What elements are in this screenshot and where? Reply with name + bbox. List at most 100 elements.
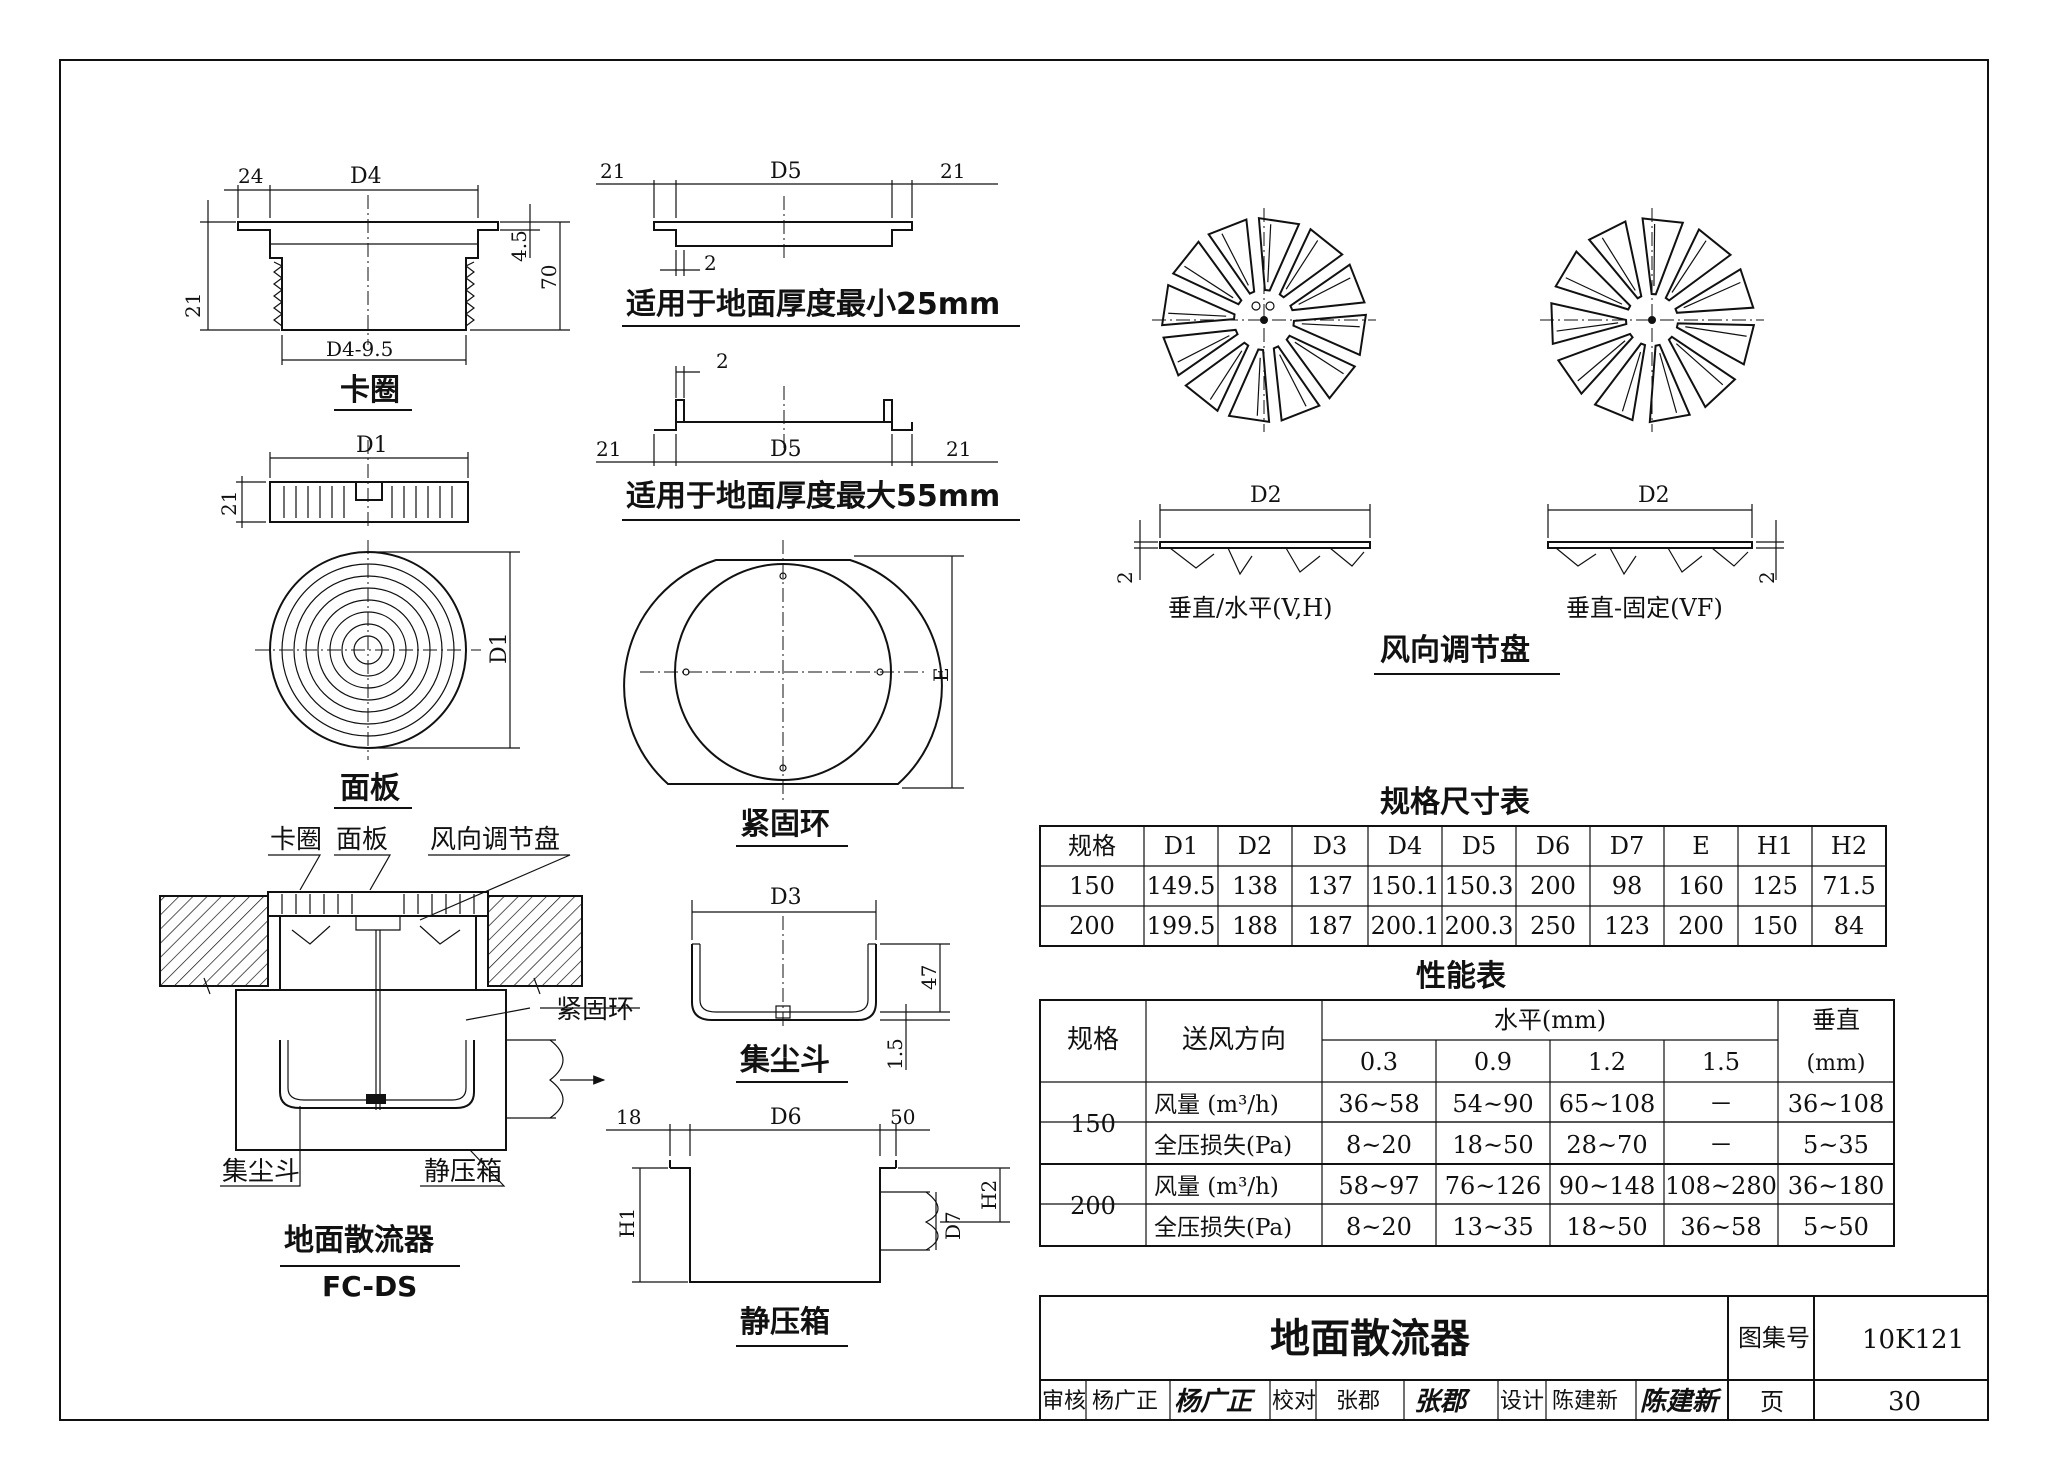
spec-cell: 71.5	[1822, 872, 1875, 900]
clamp-dim-70: 70	[537, 265, 561, 290]
perf-subheader-cell: 1.5	[1702, 1048, 1740, 1076]
damper-blade	[1292, 313, 1368, 357]
spec-header-cell: D6	[1536, 832, 1571, 860]
damper-blade-fold	[1298, 277, 1351, 305]
damper-blade-fold	[1256, 357, 1261, 416]
damper-blade	[1162, 328, 1239, 377]
fixing-ring-dim-e: E	[929, 667, 953, 682]
damper-caption-vh: 垂直/水平(V,H)	[1168, 594, 1333, 622]
damper-blade-fold	[1267, 224, 1272, 283]
spec-header-cell: 规格	[1068, 832, 1116, 860]
spec-cell: 160	[1678, 872, 1724, 900]
spec-header-cell: D2	[1238, 832, 1273, 860]
damper-blade	[1641, 217, 1685, 296]
install-min-drawing: 21 D5 21 2 适用于地面厚度最小25mm	[596, 159, 1020, 327]
damper-dim-d2-vh: D2	[1250, 483, 1282, 508]
damper-blade-fold	[1279, 354, 1307, 407]
spec-cell: 98	[1612, 872, 1643, 900]
damper-blade	[1550, 302, 1628, 346]
damper-blade-fold	[1601, 237, 1636, 291]
drawing-border	[59, 59, 1989, 1421]
damper-blade	[1648, 343, 1692, 424]
install-max-caption: 适用于地面厚度最大55mm	[626, 479, 1000, 514]
damper-blade-fold	[1301, 323, 1360, 328]
spec-cell: 188	[1232, 912, 1278, 940]
perf-cell: 36~58	[1680, 1213, 1761, 1241]
perf-cell: 5~35	[1803, 1131, 1869, 1159]
damper-blade-fold	[1177, 335, 1230, 363]
damper-blade-fold	[1653, 224, 1656, 287]
damper-blade-fold	[1209, 350, 1243, 400]
spec-cell: 200.1	[1371, 912, 1440, 940]
assembly-label-box: 静压箱	[424, 1157, 502, 1187]
damper-pivot-hole	[1251, 301, 1261, 311]
spec-header-cell: E	[1692, 832, 1710, 860]
damper-blade	[1207, 218, 1256, 295]
designer-signature: 陈建新	[1640, 1387, 1722, 1417]
spec-header-cell: D7	[1610, 832, 1645, 860]
perf-subheader-cell: 1.2	[1588, 1048, 1626, 1076]
title-block: 地面散流器 图集号 10K121 页 30 审核 杨广正 杨广正 校对 张郡 张…	[1039, 1295, 1989, 1421]
perf-header-spec: 规格	[1067, 1025, 1119, 1055]
spec-cell: 150	[1752, 912, 1798, 940]
clamp-dim-d4: D4	[350, 164, 382, 189]
damper-blade	[1171, 240, 1243, 306]
page-label: 页	[1760, 1388, 1784, 1416]
spec-header-cell: D4	[1388, 832, 1423, 860]
perf-cell: 18~50	[1452, 1131, 1533, 1159]
spec-cell: 199.5	[1147, 912, 1216, 940]
perf-header-direction: 送风方向	[1182, 1025, 1286, 1055]
spec-cell: 200.3	[1445, 912, 1514, 940]
assembly-drawing: 卡圈 面板 风向调节盘 紧固环 集尘斗 静压箱 地面散流器 FC-DS	[159, 825, 640, 1303]
perf-cell: 8~20	[1346, 1131, 1412, 1159]
clamp-dim-d4-minus: D4-9.5	[326, 337, 393, 361]
panel-plan-drawing: D1 面板	[255, 540, 520, 809]
install-max-dim-21a: 21	[596, 437, 621, 461]
damper-blade-fold	[1285, 240, 1319, 290]
damper-blade-fold	[1221, 233, 1249, 286]
damper-blade	[1285, 334, 1357, 400]
damper-blade-fold	[1294, 341, 1344, 375]
perf-header-vertical: 垂直	[1812, 1006, 1860, 1034]
spec-header-cell: D3	[1313, 832, 1348, 860]
plenum-dim-18: 18	[616, 1105, 641, 1129]
damper-caption-vf: 垂直-固定(VF)	[1566, 594, 1723, 622]
plenum-dim-d6: D6	[770, 1105, 802, 1130]
perf-row-label: 风量 (m³/h)	[1154, 1174, 1279, 1200]
damper-blade-fold	[1659, 352, 1678, 413]
install-max-dim-2: 2	[716, 349, 729, 373]
fixing-ring-drawing: E 紧固环	[623, 540, 964, 847]
damper-blade	[1160, 283, 1236, 327]
install-min-dim-21a: 21	[600, 159, 625, 183]
assembly-label-fixring: 紧固环	[556, 995, 634, 1025]
reviewer-signature: 杨广正	[1174, 1387, 1256, 1417]
plenum-box-title: 静压箱	[740, 1305, 830, 1340]
perf-cell: 36~108	[1788, 1090, 1884, 1118]
spec-table-title: 规格尺寸表	[1380, 785, 1530, 820]
plenum-dim-h2: H2	[977, 1180, 1001, 1210]
assembly-label-dust: 集尘斗	[222, 1157, 300, 1187]
install-min-dim-2: 2	[704, 251, 717, 275]
damper-blade-fold	[1556, 322, 1619, 332]
perf-cell: 5~50	[1803, 1213, 1869, 1241]
assembly-model: FC-DS	[322, 1270, 417, 1303]
spec-cell: 150.3	[1445, 872, 1514, 900]
damper-blade	[1664, 227, 1733, 302]
damper-hub	[1648, 316, 1656, 324]
perf-spec-cell: 150	[1070, 1110, 1116, 1138]
install-min-caption: 适用于地面厚度最小25mm	[626, 287, 1000, 322]
perf-cell: 36~58	[1338, 1090, 1419, 1118]
spec-cell: 84	[1834, 912, 1865, 940]
spec-cell: 149.5	[1147, 872, 1216, 900]
spec-header-cell: D1	[1164, 832, 1199, 860]
spec-cell: 187	[1307, 912, 1353, 940]
plenum-dim-h1: H1	[615, 1208, 639, 1238]
perf-cell: 13~35	[1452, 1213, 1533, 1241]
install-max-dim-d5: D5	[770, 437, 802, 462]
spec-cell: 137	[1307, 872, 1353, 900]
review-label: 审核	[1042, 1389, 1086, 1414]
damper-blade	[1554, 249, 1632, 311]
clamp-dim-21: 21	[181, 293, 205, 318]
check-label: 校对	[1272, 1389, 1316, 1414]
